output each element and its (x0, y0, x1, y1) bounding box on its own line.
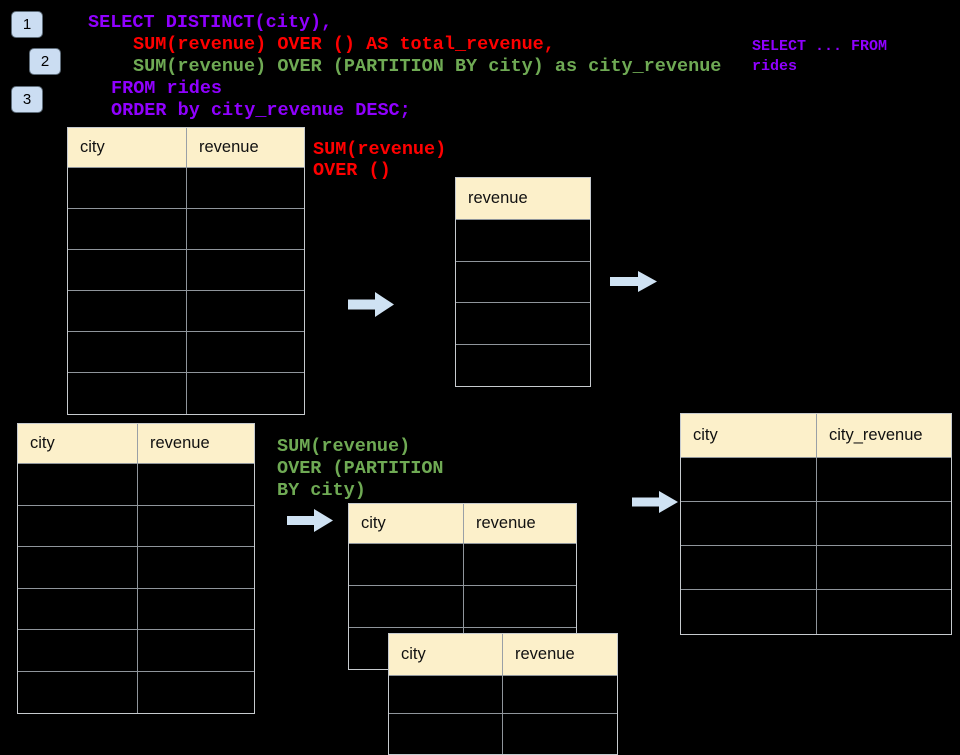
column-header-city: city (349, 504, 464, 543)
table-row (456, 303, 590, 345)
table-final-result: city city_revenue (680, 413, 952, 635)
table-row (68, 373, 304, 414)
table-row (456, 262, 590, 303)
table-header-row: city city_revenue (681, 414, 951, 458)
table-row (349, 586, 576, 628)
right-arrow-icon (610, 271, 657, 292)
right-arrow-icon (632, 491, 678, 513)
table-row (68, 168, 304, 209)
column-header-revenue: revenue (515, 645, 575, 663)
total-annotation-line-1: SUM(revenue) (313, 139, 447, 160)
column-header-city: city (681, 414, 817, 457)
table-row (389, 676, 617, 714)
column-header-city: city (68, 128, 187, 167)
table-header-row: city revenue (68, 128, 304, 168)
side-note-line-2: rides (752, 58, 798, 75)
table-total-result: revenue (455, 177, 591, 387)
table-row (456, 345, 590, 387)
partition-annotation-line-1: SUM(revenue) (277, 436, 411, 457)
step-badge-3: 3 (11, 86, 43, 113)
partition-annotation-line-2: OVER (PARTITION (277, 458, 444, 479)
column-header-revenue: revenue (150, 434, 210, 452)
step-badge-2: 2 (29, 48, 61, 75)
column-header-revenue: revenue (199, 138, 259, 156)
right-arrow-icon (348, 292, 394, 317)
column-header-revenue: revenue (468, 189, 528, 207)
column-header-city: city (389, 634, 503, 675)
table-header-row: city revenue (18, 424, 254, 464)
column-header-city-revenue: city_revenue (829, 426, 923, 444)
table-row (68, 332, 304, 373)
column-header-city: city (18, 424, 138, 463)
table-row (68, 209, 304, 250)
table-row (18, 464, 254, 506)
table-partition-overlay: city revenue (388, 633, 618, 755)
table-header-row: city revenue (349, 504, 576, 544)
sql-line-sum-partition: SUM(revenue) OVER (PARTITION BY city) as… (133, 56, 722, 77)
table-row (68, 291, 304, 332)
table-source-bottom: city revenue (17, 423, 255, 714)
table-row (18, 630, 254, 672)
step-badge-1: 1 (11, 11, 43, 38)
table-row (18, 505, 254, 547)
slide-canvas: { "colors": { "background": "#000000", "… (11, 11, 952, 755)
table-row (349, 544, 576, 586)
total-annotation-line-2: OVER () (313, 160, 391, 181)
table-header-row: city revenue (389, 634, 617, 676)
partition-annotation-line-3: BY city) (277, 480, 366, 501)
table-row (68, 250, 304, 291)
table-row (18, 671, 254, 713)
sql-line-select: SELECT DISTINCT(city), (88, 12, 333, 33)
table-source-top: city revenue (67, 127, 305, 415)
right-arrow-icon (287, 509, 333, 532)
table-row (18, 588, 254, 630)
sql-line-sum-total: SUM(revenue) OVER () AS total_revenue, (133, 34, 555, 55)
table-row (18, 547, 254, 589)
table-row (681, 458, 951, 502)
table-row (681, 590, 951, 634)
table-header-row: revenue (456, 178, 590, 220)
sql-line-order: ORDER by city_revenue DESC; (111, 100, 411, 121)
table-row (389, 714, 617, 754)
side-note-line-1: SELECT ... FROM (752, 38, 888, 55)
table-row (681, 502, 951, 546)
sql-line-from: FROM rides (111, 78, 223, 99)
column-header-revenue: revenue (476, 514, 536, 532)
table-row (681, 546, 951, 590)
table-row (456, 220, 590, 262)
